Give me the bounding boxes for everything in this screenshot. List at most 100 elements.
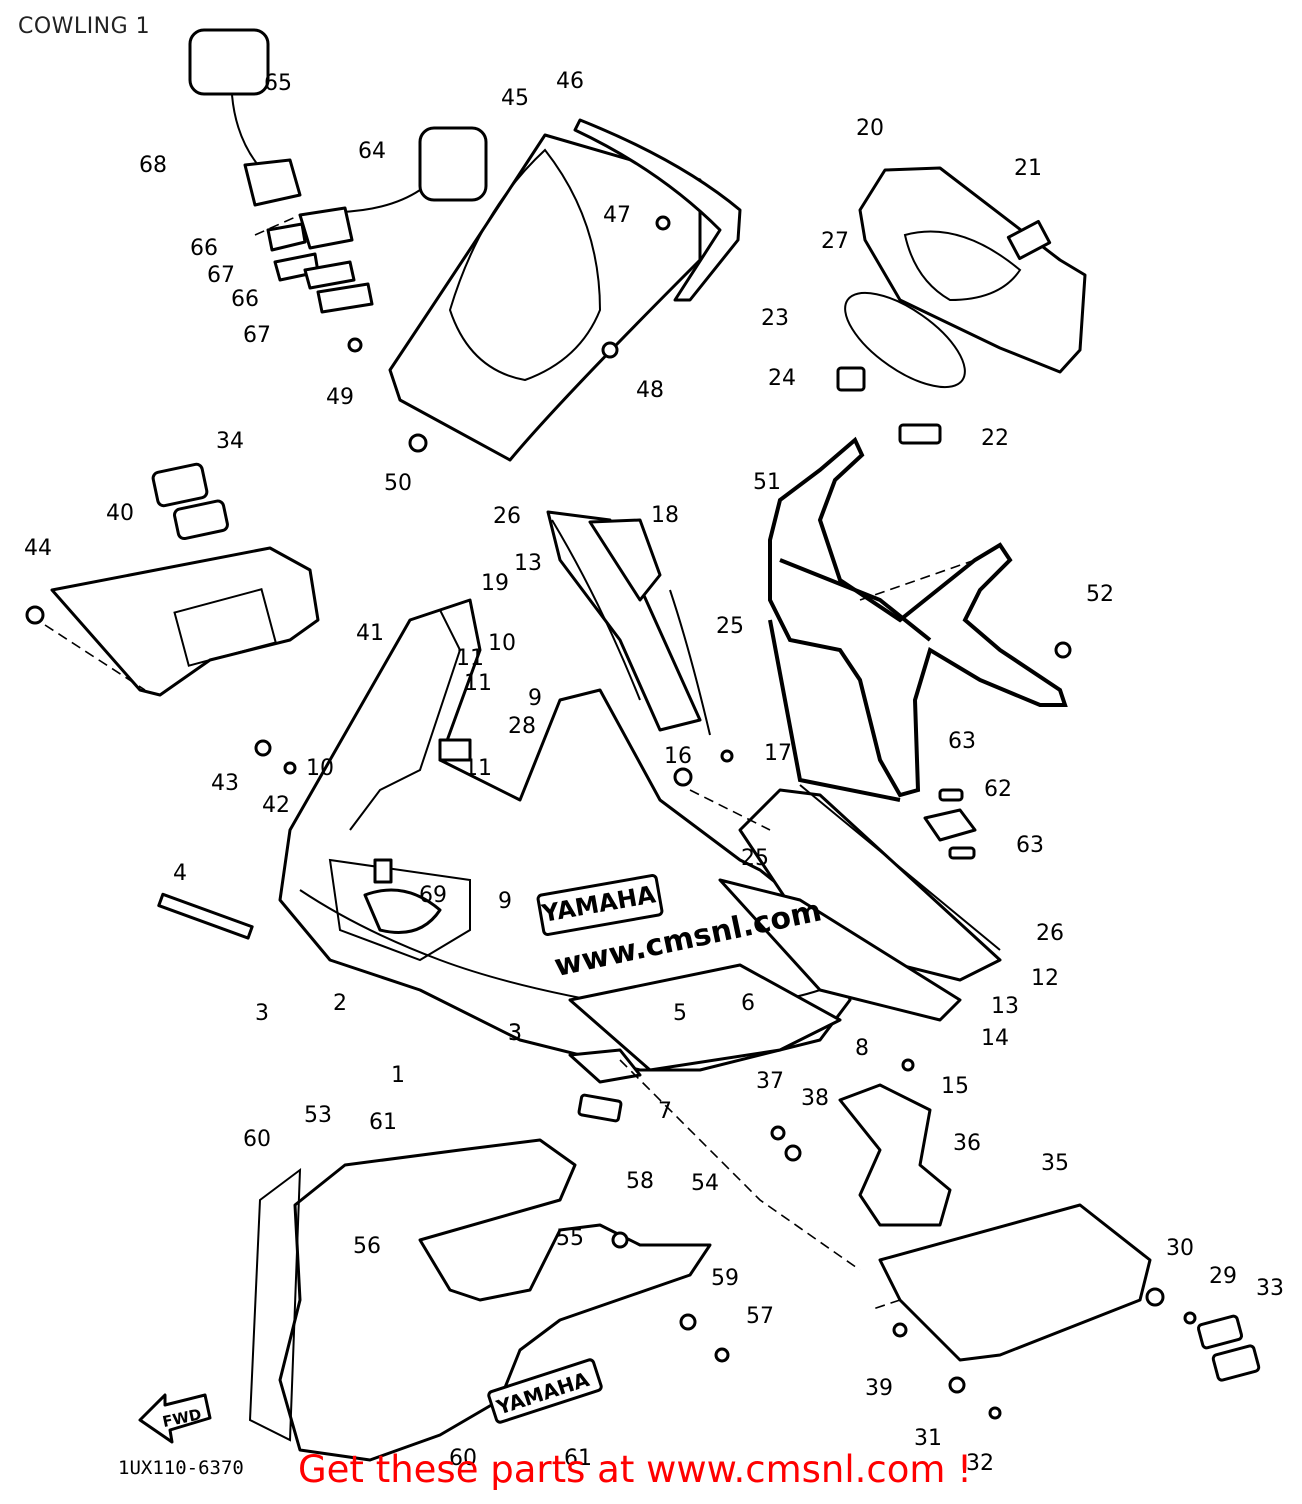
reference-lines bbox=[44, 214, 976, 1311]
callout-59: 59 bbox=[711, 1266, 739, 1291]
callout-31: 31 bbox=[914, 1426, 942, 1451]
reflector-lens bbox=[151, 462, 229, 541]
callout-62: 62 bbox=[984, 777, 1012, 802]
callout-67: 67 bbox=[243, 323, 271, 348]
callout-34: 34 bbox=[216, 429, 244, 454]
callout-13: 13 bbox=[991, 994, 1019, 1019]
callout-40: 40 bbox=[106, 501, 134, 526]
callout-8: 8 bbox=[855, 1036, 869, 1061]
callout-60: 60 bbox=[449, 1446, 477, 1471]
callout-52: 52 bbox=[1086, 582, 1114, 607]
fasteners bbox=[25, 215, 1197, 1420]
callout-64: 64 bbox=[358, 139, 386, 164]
under-cowling bbox=[138, 1138, 712, 1462]
callout-43: 43 bbox=[211, 771, 239, 796]
callout-66: 66 bbox=[190, 236, 218, 261]
mirror-assembly bbox=[188, 28, 488, 314]
side-panel-right bbox=[878, 1203, 1261, 1382]
callout-3: 3 bbox=[255, 1001, 269, 1026]
callout-69: 69 bbox=[419, 883, 447, 908]
callout-11: 11 bbox=[464, 756, 492, 781]
callout-12: 12 bbox=[1031, 966, 1059, 991]
meter-cover bbox=[836, 166, 1087, 445]
callout-10: 10 bbox=[488, 631, 516, 656]
callout-26: 26 bbox=[493, 504, 521, 529]
callout-39: 39 bbox=[865, 1376, 893, 1401]
callout-7: 7 bbox=[658, 1099, 672, 1124]
callout-17: 17 bbox=[764, 741, 792, 766]
callout-32: 32 bbox=[966, 1451, 994, 1476]
callout-36: 36 bbox=[953, 1131, 981, 1156]
callout-51: 51 bbox=[753, 470, 781, 495]
callout-46: 46 bbox=[556, 69, 584, 94]
inner-trim-center bbox=[546, 510, 711, 736]
callout-63: 63 bbox=[1016, 833, 1044, 858]
callout-16: 16 bbox=[664, 744, 692, 769]
callout-5: 5 bbox=[673, 1001, 687, 1026]
callout-10: 10 bbox=[306, 756, 334, 781]
callout-47: 47 bbox=[603, 203, 631, 228]
inner-panel-right bbox=[718, 784, 1002, 1022]
callout-57: 57 bbox=[746, 1304, 774, 1329]
callout-22: 22 bbox=[981, 426, 1009, 451]
callout-53: 53 bbox=[304, 1103, 332, 1128]
callout-67: 67 bbox=[207, 263, 235, 288]
callout-35: 35 bbox=[1041, 1151, 1069, 1176]
callout-27: 27 bbox=[821, 229, 849, 254]
callout-58: 58 bbox=[626, 1169, 654, 1194]
callout-14: 14 bbox=[981, 1026, 1009, 1051]
callout-45: 45 bbox=[501, 86, 529, 111]
callout-3: 3 bbox=[508, 1021, 522, 1046]
callout-1: 1 bbox=[391, 1063, 405, 1088]
callout-6: 6 bbox=[741, 991, 755, 1016]
callout-11: 11 bbox=[456, 646, 484, 671]
callout-23: 23 bbox=[761, 306, 789, 331]
inner-panel-left bbox=[50, 546, 320, 697]
windscreen bbox=[388, 118, 742, 462]
callout-20: 20 bbox=[856, 116, 884, 141]
callout-13: 13 bbox=[514, 551, 542, 576]
callout-48: 48 bbox=[636, 378, 664, 403]
callout-30: 30 bbox=[1166, 1236, 1194, 1261]
callout-9: 9 bbox=[528, 686, 542, 711]
callout-25: 25 bbox=[741, 846, 769, 871]
callout-41: 41 bbox=[356, 621, 384, 646]
callout-44: 44 bbox=[24, 536, 52, 561]
callout-37: 37 bbox=[756, 1069, 784, 1094]
callout-49: 49 bbox=[326, 385, 354, 410]
callout-54: 54 bbox=[691, 1171, 719, 1196]
callout-42: 42 bbox=[262, 793, 290, 818]
callout-11: 11 bbox=[464, 671, 492, 696]
callout-3: 3 bbox=[508, 1021, 522, 1046]
callout-2: 2 bbox=[333, 991, 347, 1016]
callout-21: 21 bbox=[1014, 156, 1042, 181]
callout-33: 33 bbox=[1256, 1276, 1284, 1301]
callout-63: 63 bbox=[948, 729, 976, 754]
callout-38: 38 bbox=[801, 1086, 829, 1111]
callout-26: 26 bbox=[1036, 921, 1064, 946]
lower-trim bbox=[568, 963, 842, 1123]
callout-55: 55 bbox=[556, 1226, 584, 1251]
callout-18: 18 bbox=[651, 503, 679, 528]
callout-68: 68 bbox=[139, 153, 167, 178]
callout-61: 61 bbox=[369, 1110, 397, 1135]
drawing-code: 1UX110-6370 bbox=[118, 1457, 244, 1479]
callout-4: 4 bbox=[173, 861, 187, 886]
callout-29: 29 bbox=[1209, 1264, 1237, 1289]
upper-cowling bbox=[278, 598, 852, 1072]
air-duct bbox=[838, 1083, 952, 1227]
promo-link[interactable]: Get these parts at www.cmsnl.com ! bbox=[298, 1448, 973, 1491]
callout-15: 15 bbox=[941, 1074, 969, 1099]
diagram-title: COWLING 1 bbox=[18, 14, 151, 39]
callout-50: 50 bbox=[384, 471, 412, 496]
callout-24: 24 bbox=[768, 366, 796, 391]
callout-9: 9 bbox=[498, 889, 512, 914]
callout-19: 19 bbox=[481, 571, 509, 596]
callout-65: 65 bbox=[264, 71, 292, 96]
callout-66: 66 bbox=[231, 287, 259, 312]
callout-28: 28 bbox=[508, 714, 536, 739]
cowling-stay bbox=[768, 436, 1068, 802]
callout-61: 61 bbox=[564, 1446, 592, 1471]
